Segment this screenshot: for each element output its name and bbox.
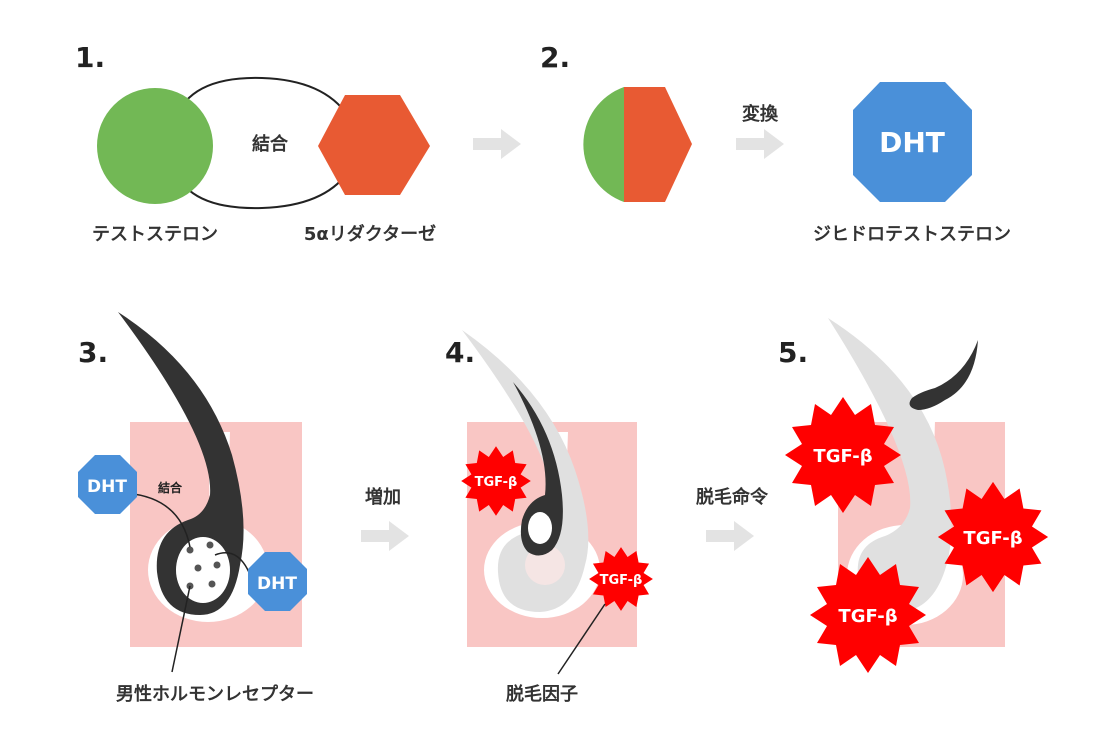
dht-octagon-icon [78, 455, 137, 514]
increase-label: 増加 [365, 486, 401, 508]
step-4-number: 4. [445, 336, 475, 369]
dht-full-name-label: ジヒドロテストステロン [813, 224, 1011, 245]
tgf-text: TGF-β [475, 475, 518, 490]
reductase-hexagon [318, 95, 430, 195]
step-2-number: 2. [540, 41, 570, 74]
hair-loss-factor-label: 脱毛因子 [506, 683, 578, 705]
right-arrow-icon [473, 129, 521, 159]
right-arrow-icon [706, 521, 754, 551]
dht-text: DHT [257, 574, 297, 594]
receptor-label: 男性ホルモンレセプター [116, 683, 314, 705]
step-5-number: 5. [778, 336, 808, 369]
hair-loss-factor-pointer [557, 603, 606, 675]
shrinking-hair-core [528, 512, 552, 544]
falling-hair-5 [909, 340, 978, 410]
tgf-text: TGF-β [963, 528, 1022, 549]
dht-octagon-icon [853, 82, 972, 202]
testosterone-label: テストステロン [92, 224, 218, 245]
step-3-number: 3. [78, 336, 108, 369]
tgf-text: TGF-β [600, 573, 643, 588]
step-1-number: 1. [75, 41, 105, 74]
dht-text: DHT [879, 126, 945, 159]
tgf-text: TGF-β [838, 606, 897, 627]
receptor-dots [186, 541, 221, 590]
binding-label: 結合 [252, 133, 289, 155]
receptor-pointer [171, 585, 191, 673]
conversion-label: 変換 [742, 103, 779, 125]
hair-loss-command-label: 脱毛命令 [696, 486, 769, 508]
reductase-half [624, 87, 692, 202]
dermal-papilla-3 [176, 537, 230, 603]
testosterone-circle [97, 88, 213, 204]
binding-curve-top [174, 76, 349, 121]
reductase-label: 5αリダクターゼ [304, 223, 436, 245]
testosterone-half [583, 87, 624, 202]
right-arrow-icon [736, 129, 784, 159]
faded-hair-shaft-5 [828, 318, 952, 612]
dht-text: DHT [87, 477, 127, 497]
dht-octagon-icon [248, 552, 307, 611]
tgf-text: TGF-β [813, 446, 872, 467]
right-arrow-icon [361, 521, 409, 551]
shrinking-hair-4 [513, 382, 563, 556]
binding-small-label: 結合 [158, 480, 183, 495]
